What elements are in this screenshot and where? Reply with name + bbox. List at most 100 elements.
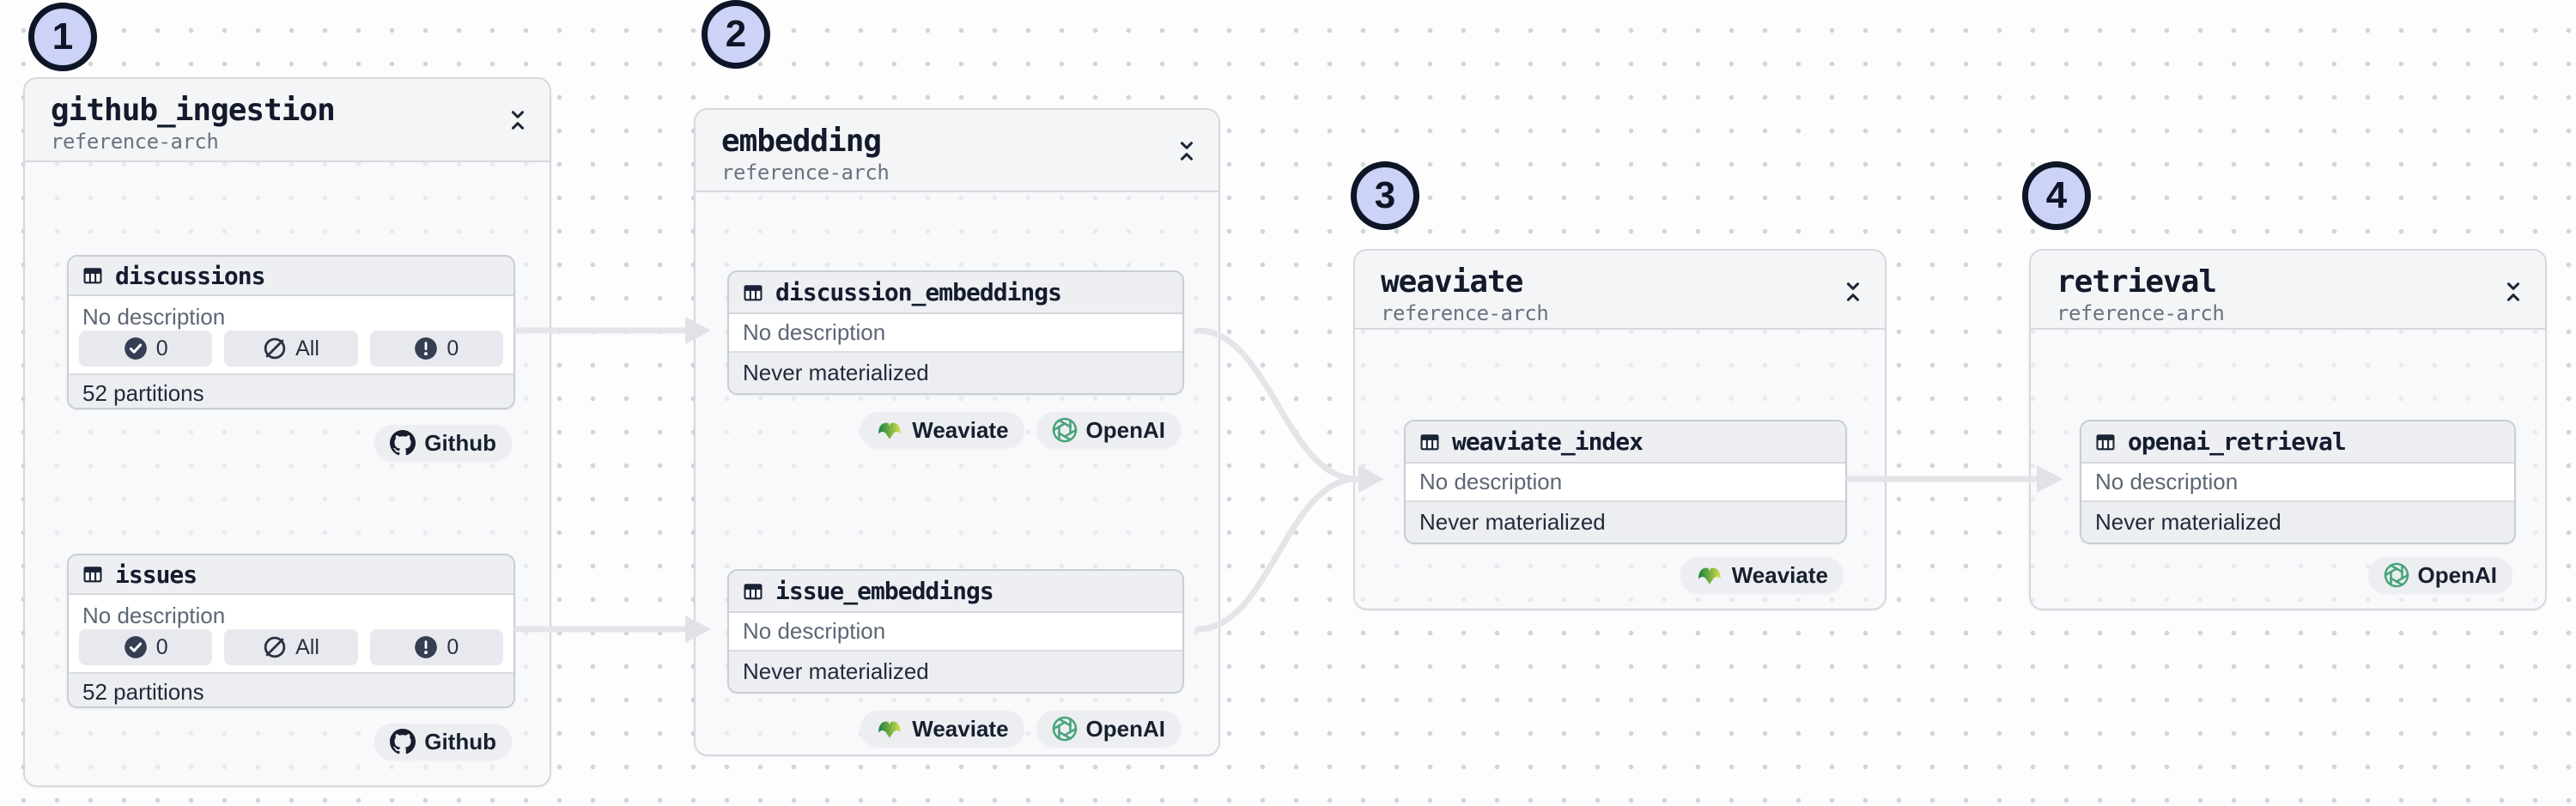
asset-node-issue-embeddings[interactable]: issue_embeddings No description Never ma…: [727, 569, 1184, 694]
asset-node-discussions[interactable]: discussions No description 0 All 0: [67, 255, 515, 409]
pill-label: 0: [155, 336, 168, 361]
group-title: embedding: [721, 124, 882, 159]
check-circle-icon: [124, 336, 148, 361]
openai-icon: [1052, 417, 1078, 443]
table-icon: [2093, 430, 2117, 454]
asset-description: No description: [743, 319, 886, 345]
step-number-4: 4: [2022, 161, 2091, 230]
asset-card-header: discussion_embeddings: [729, 272, 1182, 314]
badge-label: OpenAI: [1085, 416, 1165, 443]
asset-card-header: weaviate_index: [1406, 421, 1845, 464]
asset-description: No description: [743, 618, 886, 644]
asset-name: discussion_embeddings: [775, 278, 1062, 306]
asset-node-issues[interactable]: issues No description 0 All 0: [67, 554, 515, 708]
table-icon: [81, 562, 105, 586]
kind-badge-weaviate[interactable]: Weaviate: [860, 412, 1024, 448]
asset-name: weaviate_index: [1452, 427, 1643, 456]
kind-badge-github[interactable]: Github: [374, 425, 512, 461]
badge-label: Weaviate: [1731, 561, 1828, 588]
asset-status-footer: Never materialized: [729, 650, 1182, 692]
badge-label: OpenAI: [2417, 561, 2497, 588]
collapse-chevrons-icon: [1177, 138, 1196, 164]
group-title: weaviate: [1381, 264, 1523, 300]
table-icon: [81, 264, 105, 288]
failed-count-pill: 0: [369, 629, 503, 665]
kind-badge-openai[interactable]: OpenAI: [1036, 711, 1181, 747]
step-number-3: 3: [1351, 161, 1419, 230]
asset-partitions-footer: 52 partitions: [69, 373, 513, 408]
pill-label: 0: [155, 634, 168, 659]
asset-node-weaviate-index[interactable]: weaviate_index No description Never mate…: [1404, 420, 1847, 544]
asset-card-header: issues: [69, 555, 513, 595]
slash-circle-icon: [263, 336, 287, 361]
badge-label: OpenAI: [1085, 715, 1165, 742]
weaviate-icon: [1696, 561, 1723, 589]
asset-status-footer: Never materialized: [729, 351, 1182, 393]
group-subtitle: reference-arch: [2057, 301, 2225, 325]
group-header[interactable]: github_ingestion reference-arch: [25, 79, 550, 162]
kind-badge-openai[interactable]: OpenAI: [1036, 412, 1181, 448]
asset-description: No description: [82, 304, 226, 330]
alert-circle-icon: [414, 635, 438, 659]
pill-label: All: [295, 336, 319, 361]
badge-label: Weaviate: [912, 715, 1009, 742]
group-title: github_ingestion: [51, 93, 336, 128]
group-header[interactable]: retrieval reference-arch: [2031, 251, 2545, 330]
asset-status-footer: Never materialized: [1406, 500, 1845, 542]
github-icon: [390, 729, 416, 754]
group-header[interactable]: weaviate reference-arch: [1355, 251, 1885, 330]
asset-node-discussion-embeddings[interactable]: discussion_embeddings No description Nev…: [727, 270, 1184, 395]
asset-group-weaviate: weaviate reference-arch weaviate_index N…: [1353, 249, 1886, 610]
openai-icon: [2384, 562, 2409, 588]
asset-group-embedding: embedding reference-arch discussion_embe…: [694, 108, 1220, 756]
check-circle-icon: [124, 635, 148, 659]
asset-description: No description: [82, 603, 226, 628]
asset-name: issue_embeddings: [775, 577, 994, 605]
table-icon: [741, 281, 765, 305]
table-icon: [741, 579, 765, 603]
github-icon: [390, 430, 416, 456]
group-subtitle: reference-arch: [51, 130, 219, 154]
edge-discussion-embeddings-to-weaviate-index: [1194, 327, 1360, 482]
kind-badge-weaviate[interactable]: Weaviate: [860, 711, 1024, 747]
asset-description: No description: [1419, 469, 1563, 494]
slash-circle-icon: [263, 635, 287, 659]
failed-count-pill: 0: [369, 330, 503, 367]
materialized-count-pill: 0: [79, 330, 213, 367]
asset-card-header: issue_embeddings: [729, 571, 1182, 613]
asset-description: No description: [2095, 469, 2239, 494]
asset-name: openai_retrieval: [2128, 427, 2347, 456]
kind-badge-github[interactable]: Github: [374, 724, 512, 760]
pill-label: 0: [447, 634, 459, 659]
openai-icon: [1052, 716, 1078, 742]
group-subtitle: reference-arch: [721, 161, 890, 185]
missing-partitions-pill: All: [224, 330, 358, 367]
pill-label: All: [295, 634, 319, 659]
asset-status-footer: Never materialized: [2081, 500, 2514, 542]
collapse-chevrons-icon: [2504, 279, 2523, 305]
asset-card-header: openai_retrieval: [2081, 421, 2514, 464]
asset-node-openai-retrieval[interactable]: openai_retrieval No description Never ma…: [2080, 420, 2516, 544]
asset-partitions-footer: 52 partitions: [69, 672, 513, 706]
partition-health-pills: 0 All 0: [79, 629, 503, 665]
step-number-1: 1: [28, 3, 97, 71]
asset-name: discussions: [115, 261, 265, 290]
collapse-group-button[interactable]: [1177, 138, 1196, 164]
badge-label: Github: [424, 429, 496, 456]
partition-health-pills: 0 All 0: [79, 330, 503, 367]
asset-name: issues: [115, 560, 197, 589]
missing-partitions-pill: All: [224, 629, 358, 665]
collapse-group-button[interactable]: [1844, 279, 1862, 305]
collapse-group-button[interactable]: [508, 107, 527, 133]
badge-label: Github: [424, 728, 496, 754]
kind-badge-openai[interactable]: OpenAI: [2367, 557, 2512, 593]
kind-badge-weaviate[interactable]: Weaviate: [1680, 557, 1844, 593]
asset-group-github-ingestion: github_ingestion reference-arch discussi…: [23, 77, 551, 787]
group-subtitle: reference-arch: [1381, 301, 1549, 325]
weaviate-icon: [876, 715, 903, 742]
collapse-group-button[interactable]: [2504, 279, 2523, 305]
table-icon: [1418, 430, 1442, 454]
materialized-count-pill: 0: [79, 629, 213, 665]
group-header[interactable]: embedding reference-arch: [696, 110, 1218, 192]
